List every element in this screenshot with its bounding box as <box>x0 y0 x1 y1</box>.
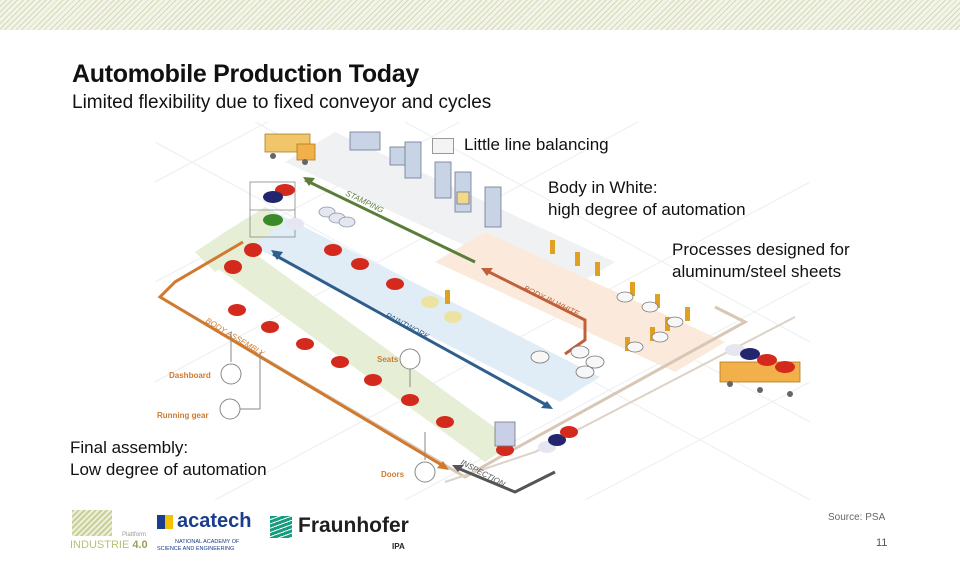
part-callouts <box>219 332 436 483</box>
running-gear-icon <box>219 398 241 420</box>
car <box>386 278 404 290</box>
steel-coils-icon <box>318 206 356 228</box>
cars <box>224 184 578 456</box>
callout-final-assembly: Final assembly: Low degree of automation <box>70 438 267 479</box>
body-assembly-zone <box>195 232 515 462</box>
svg-text:INSPECTION: INSPECTION <box>459 458 507 489</box>
car <box>401 394 419 406</box>
source-note: Source: PSA <box>828 512 886 523</box>
acatech-mark-icon <box>157 515 173 529</box>
car <box>444 311 462 323</box>
paintwork-zone <box>225 207 600 402</box>
production-line-diagram: STAMPING BODY IN WHITE PAINTWORK BODY AS… <box>155 122 810 500</box>
part-label-seats: Seats <box>377 355 399 364</box>
car-storage-rack <box>249 181 296 238</box>
delivery-truck-icon <box>264 133 316 165</box>
seats-icon <box>399 348 421 370</box>
doors-icon <box>414 461 436 483</box>
logo-fraunhofer: Fraunhofer IPA <box>270 514 415 554</box>
dashboard-icon <box>220 363 242 385</box>
car <box>244 243 262 257</box>
fraunhofer-mark-icon <box>270 516 292 538</box>
inspection-booth <box>494 421 516 447</box>
car <box>421 296 439 308</box>
svg-text:BODY ASSEMBLY: BODY ASSEMBLY <box>204 316 267 358</box>
car <box>351 258 369 270</box>
factory-icon <box>72 510 112 536</box>
callout-line-balancing: Little line balancing <box>432 134 609 156</box>
logo-industrie-4-0: Plattform INDUSTRIE 4.0 <box>70 508 150 554</box>
callout-body-in-white: Body in White: high degree of automation <box>548 178 746 219</box>
cube-icon <box>432 137 454 154</box>
car <box>286 218 304 230</box>
decorative-top-band <box>0 0 960 30</box>
page-number: 11 <box>876 537 888 549</box>
car <box>296 338 314 350</box>
car <box>331 356 349 368</box>
car <box>263 214 283 226</box>
part-label-running-gear: Running gear <box>157 411 209 420</box>
stamping-presses <box>349 131 502 228</box>
car <box>560 426 578 438</box>
part-label-doors: Doors <box>381 470 405 479</box>
car <box>324 244 342 256</box>
car <box>228 304 246 316</box>
car <box>263 191 283 203</box>
car <box>364 374 382 386</box>
car <box>548 434 566 446</box>
car <box>224 260 242 274</box>
car <box>496 444 514 456</box>
slide-title: Automobile Production Today <box>72 60 419 88</box>
car <box>261 321 279 333</box>
callout-processes: Processes designed for aluminum/steel sh… <box>672 240 850 281</box>
logo-acatech: acatech NATIONAL ACADEMY OF SCIENCE AND … <box>157 510 252 552</box>
stamping-zone <box>285 132 615 292</box>
part-label-dashboard: Dashboard <box>169 371 211 380</box>
car-transporter-truck <box>719 344 801 397</box>
slide-subtitle: Limited flexibility due to fixed conveyo… <box>72 92 492 113</box>
car <box>436 416 454 428</box>
body-frames <box>530 291 684 379</box>
